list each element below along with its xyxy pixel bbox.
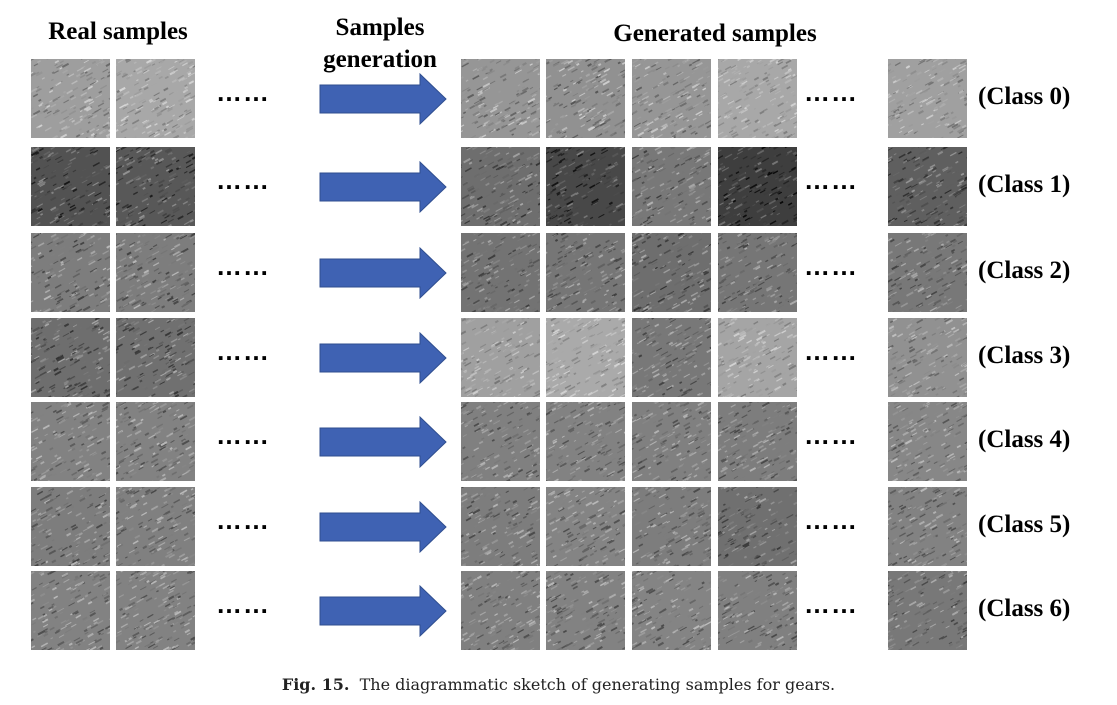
figure-caption-text: The diagrammatic sketch of generating sa… [359, 675, 836, 694]
ellipsis-real: …… [216, 589, 270, 619]
generated-sample-image [461, 147, 540, 226]
class-row: …… …… (Class 1) [0, 147, 1117, 227]
generated-sample-image [718, 402, 797, 481]
ellipsis-real: …… [216, 336, 270, 366]
generated-sample-image [461, 233, 540, 312]
class-label: (Class 4) [978, 426, 1071, 453]
real-sample-image [116, 59, 195, 138]
generated-sample-image [888, 402, 967, 481]
generated-sample-image [461, 59, 540, 138]
generated-sample-image [718, 233, 797, 312]
real-sample-image [116, 402, 195, 481]
generation-arrow-icon [319, 246, 447, 300]
generated-sample-image [888, 233, 967, 312]
figure-number: Fig. 15. [281, 675, 350, 694]
generated-sample-image [546, 571, 625, 650]
generated-sample-image [632, 571, 711, 650]
real-sample-image [31, 233, 110, 312]
real-sample-image [31, 318, 110, 397]
class-label: (Class 5) [978, 511, 1071, 538]
generated-sample-image [888, 59, 967, 138]
ellipsis-generated: …… [804, 505, 858, 535]
generated-sample-image [546, 402, 625, 481]
generated-sample-image [546, 233, 625, 312]
generated-sample-image [888, 147, 967, 226]
real-sample-image [31, 147, 110, 226]
generated-sample-image [546, 318, 625, 397]
generated-sample-image [888, 318, 967, 397]
generated-sample-image [632, 59, 711, 138]
class-label: (Class 0) [978, 83, 1071, 110]
real-sample-image [116, 318, 195, 397]
class-label: (Class 3) [978, 342, 1071, 369]
real-sample-image [116, 487, 195, 566]
generated-sample-image [718, 571, 797, 650]
class-row: …… …… (Class 6) [0, 571, 1117, 651]
generated-sample-image [888, 571, 967, 650]
class-row: …… …… (Class 3) [0, 318, 1117, 398]
generated-sample-image [461, 487, 540, 566]
class-label: (Class 6) [978, 595, 1071, 622]
generated-sample-image [718, 59, 797, 138]
generated-sample-image [546, 147, 625, 226]
generated-sample-image [461, 402, 540, 481]
generation-arrow-icon [319, 160, 447, 214]
generated-sample-image [461, 571, 540, 650]
figure-caption: Fig. 15. The diagrammatic sketch of gene… [0, 675, 1117, 694]
generated-sample-image [718, 147, 797, 226]
ellipsis-generated: …… [804, 420, 858, 450]
real-sample-image [31, 59, 110, 138]
generated-sample-image [718, 318, 797, 397]
real-sample-image [31, 402, 110, 481]
generated-sample-image [632, 487, 711, 566]
samples-generation-line1: Samples [335, 14, 425, 41]
real-sample-image [116, 147, 195, 226]
samples-generation-line2: generation [323, 46, 437, 73]
ellipsis-real: …… [216, 420, 270, 450]
generated-sample-image [632, 147, 711, 226]
ellipsis-real: …… [216, 77, 270, 107]
generated-samples-header: Generated samples [613, 20, 817, 47]
class-label: (Class 1) [978, 171, 1071, 198]
generated-sample-image [718, 487, 797, 566]
real-sample-image [31, 487, 110, 566]
real-sample-image [116, 571, 195, 650]
generated-sample-image [888, 487, 967, 566]
ellipsis-generated: …… [804, 165, 858, 195]
ellipsis-generated: …… [804, 336, 858, 366]
generated-sample-image [461, 318, 540, 397]
generated-sample-image [546, 59, 625, 138]
real-sample-image [116, 233, 195, 312]
class-label: (Class 2) [978, 257, 1071, 284]
ellipsis-real: …… [216, 505, 270, 535]
class-row: …… …… (Class 0) [0, 59, 1117, 139]
generation-arrow-icon [319, 415, 447, 469]
generated-sample-image [546, 487, 625, 566]
ellipsis-generated: …… [804, 589, 858, 619]
generated-sample-image [632, 318, 711, 397]
ellipsis-generated: …… [804, 77, 858, 107]
generated-sample-image [632, 402, 711, 481]
generated-sample-image [632, 233, 711, 312]
real-samples-header: Real samples [48, 18, 188, 45]
class-row: …… …… (Class 2) [0, 233, 1117, 313]
real-sample-image [31, 571, 110, 650]
samples-generation-header: Samples generation [300, 12, 460, 76]
class-row: …… …… (Class 5) [0, 487, 1117, 567]
generation-arrow-icon [319, 331, 447, 385]
ellipsis-real: …… [216, 165, 270, 195]
ellipsis-generated: …… [804, 251, 858, 281]
ellipsis-real: …… [216, 251, 270, 281]
class-row: …… …… (Class 4) [0, 402, 1117, 482]
generation-arrow-icon [319, 72, 447, 126]
generation-arrow-icon [319, 500, 447, 554]
generation-arrow-icon [319, 584, 447, 638]
